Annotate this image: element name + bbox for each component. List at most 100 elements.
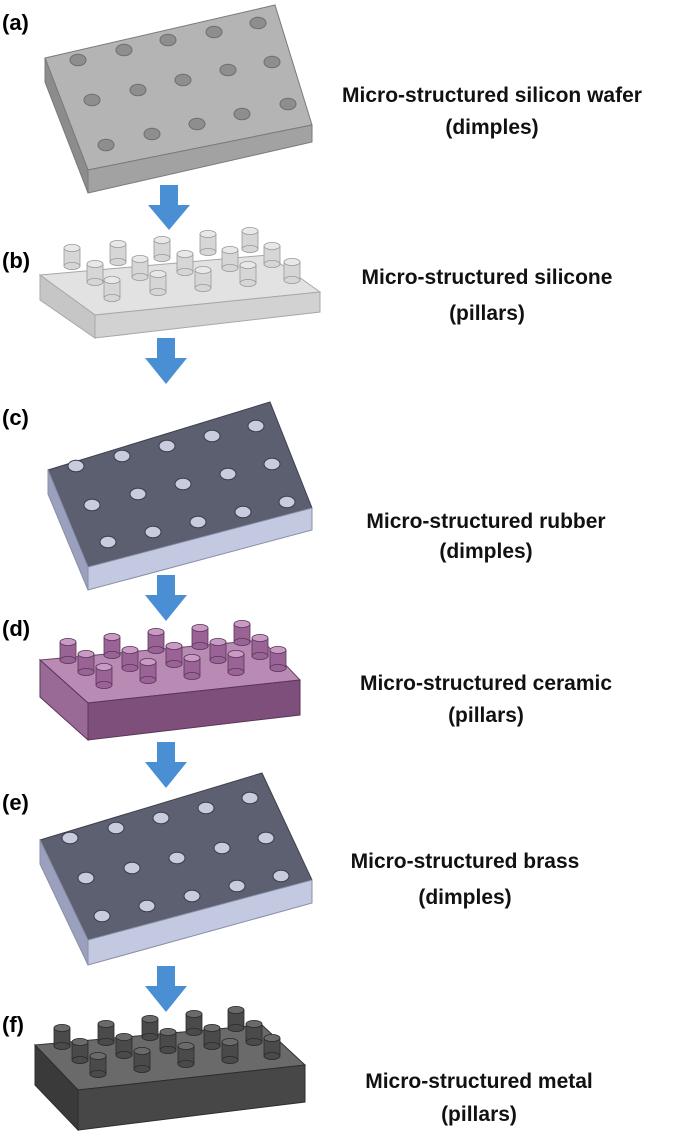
arrow-down-icon xyxy=(145,966,187,1012)
pillar xyxy=(241,226,259,253)
dimple xyxy=(152,811,170,825)
pillar xyxy=(177,1042,195,1069)
step-structure-f: (pillars) xyxy=(441,1103,517,1126)
step-title-b: Micro-structured silicone xyxy=(362,266,613,289)
step-letter-a: (a) xyxy=(2,10,29,35)
pillar xyxy=(227,1006,245,1033)
dimple xyxy=(83,93,101,107)
dimple xyxy=(115,43,133,57)
pillar xyxy=(183,654,201,681)
pillar xyxy=(153,235,171,262)
pillar xyxy=(203,1024,221,1051)
pillar xyxy=(233,620,251,647)
pillar xyxy=(133,1047,151,1074)
dimple-array-a xyxy=(69,16,297,152)
dimple xyxy=(278,495,296,509)
step-title-f: Micro-structured metal xyxy=(365,1070,593,1093)
pillar xyxy=(221,1038,239,1065)
dimple xyxy=(138,899,156,913)
step-letter-c: (c) xyxy=(2,405,29,430)
step-letter-d: (d) xyxy=(2,616,30,641)
dimple xyxy=(219,63,237,77)
pillar xyxy=(159,1028,177,1055)
pillar xyxy=(139,658,157,685)
dimple-array-c xyxy=(67,419,296,549)
pillar xyxy=(97,1020,115,1047)
pillar-array-b xyxy=(63,226,301,302)
pillar xyxy=(283,257,301,284)
block-f-metal xyxy=(33,1006,307,1132)
pillar xyxy=(71,1038,89,1065)
dimple xyxy=(188,117,206,131)
pillar xyxy=(191,624,209,651)
step-letter-b: (b) xyxy=(2,248,30,273)
dimple xyxy=(143,127,161,141)
pillar xyxy=(251,634,269,661)
dimple-array-e xyxy=(61,791,290,923)
dimple xyxy=(183,889,201,903)
pillar xyxy=(53,1024,71,1051)
pillar xyxy=(131,254,149,281)
pillar xyxy=(194,265,212,292)
dimple xyxy=(189,515,207,529)
dimple xyxy=(257,831,275,845)
pillar xyxy=(221,245,239,272)
pillar xyxy=(227,650,245,677)
arrow-down-icon xyxy=(145,575,187,621)
block-b-silicone xyxy=(38,226,322,339)
block-d-ceramic xyxy=(38,620,302,742)
dimple xyxy=(113,449,131,463)
dimple xyxy=(61,831,79,845)
dimple xyxy=(67,459,85,473)
dimple xyxy=(233,107,251,121)
dimple xyxy=(174,477,192,491)
step-letter-f: (f) xyxy=(2,1012,24,1037)
pillar xyxy=(59,638,77,665)
arrow-down-icon xyxy=(148,185,190,230)
pillar xyxy=(109,239,127,266)
step-structure-a: (dimples) xyxy=(445,116,538,139)
pillar xyxy=(199,229,217,256)
dimple xyxy=(99,535,117,549)
pillar xyxy=(165,642,183,669)
pillar xyxy=(115,1033,133,1060)
pillar xyxy=(269,646,287,673)
dimple xyxy=(83,498,101,512)
pillar-array-d xyxy=(59,620,287,690)
dimple xyxy=(213,841,231,855)
pillar xyxy=(147,628,165,655)
dimple xyxy=(241,791,259,805)
dimple xyxy=(203,429,221,443)
dimple xyxy=(69,53,87,67)
pillar-array-f xyxy=(53,1006,281,1079)
pillar xyxy=(95,663,113,690)
process-arrows xyxy=(145,185,190,1012)
dimple xyxy=(144,525,162,539)
pillar xyxy=(103,633,121,660)
dimple xyxy=(123,861,141,875)
pillar xyxy=(89,1052,107,1079)
dimple xyxy=(129,487,147,501)
pillar xyxy=(86,259,104,286)
dimple xyxy=(77,871,95,885)
step-title-c: Micro-structured rubber xyxy=(366,510,605,533)
dimple xyxy=(263,457,281,471)
dimple xyxy=(219,467,237,481)
dimple xyxy=(228,879,246,893)
block-e-brass xyxy=(39,772,313,966)
dimple xyxy=(129,83,147,97)
pillar xyxy=(209,638,227,665)
pillar xyxy=(77,650,95,677)
step-structure-c: (dimples) xyxy=(439,540,532,563)
pillar xyxy=(103,275,121,302)
dimple xyxy=(272,869,290,883)
dimple xyxy=(247,419,265,433)
dimple xyxy=(97,138,115,152)
dimple xyxy=(279,97,297,111)
step-letter-e: (e) xyxy=(2,790,29,815)
dimple xyxy=(158,439,176,453)
step-title-e: Micro-structured brass xyxy=(351,850,580,873)
step-structure-e: (dimples) xyxy=(418,886,511,909)
pillar xyxy=(239,260,257,287)
